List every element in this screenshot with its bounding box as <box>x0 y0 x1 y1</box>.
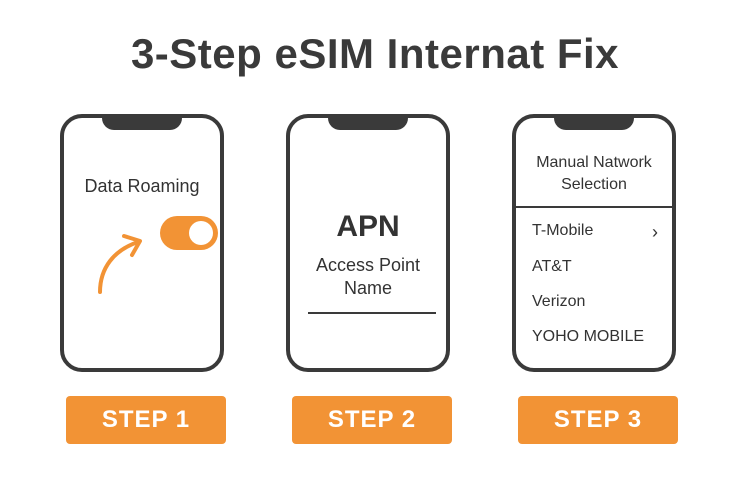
phone-notch <box>102 114 182 130</box>
phone-step1: Data Roaming <box>60 114 224 372</box>
carrier-item-att[interactable]: AT&T <box>532 258 572 275</box>
carrier-item-verizon[interactable]: Verizon <box>532 293 586 310</box>
curved-arrow-icon <box>98 234 142 294</box>
phone-notch <box>554 114 634 130</box>
apn-subtitle-line1: Access Point <box>315 255 421 275</box>
phone-step2: APN Access Point Name <box>286 114 450 372</box>
divider <box>516 206 672 208</box>
manual-heading-line2: Selection <box>561 176 627 193</box>
apn-subtitle: Access Point Name <box>290 254 446 300</box>
carrier-item-tmobile[interactable]: T-Mobile <box>532 222 594 239</box>
chevron-right-icon: › <box>652 222 658 242</box>
apn-heading: APN <box>336 210 400 243</box>
manual-network-heading: Manual Natwork Selection <box>516 152 672 196</box>
phone-notch <box>328 114 408 130</box>
data-roaming-toggle[interactable] <box>160 216 218 250</box>
apn-input-line[interactable] <box>308 312 436 314</box>
step1-badge: STEP 1 <box>66 396 226 444</box>
manual-heading-line1: Manual Natwork <box>536 154 652 171</box>
carrier-item-yoho[interactable]: YOHO MOBILE <box>532 328 645 345</box>
step2-badge: STEP 2 <box>292 396 452 444</box>
phone-step3: Manual Natwork Selection T-Mobile › AT&T… <box>512 114 676 372</box>
page-title: 3-Step eSIM Internat Fix <box>130 30 620 77</box>
apn-subtitle-line2: Name <box>343 278 392 298</box>
data-roaming-label: Data Roaming <box>84 176 200 196</box>
step3-badge: STEP 3 <box>518 396 678 444</box>
toggle-knob <box>189 221 213 245</box>
